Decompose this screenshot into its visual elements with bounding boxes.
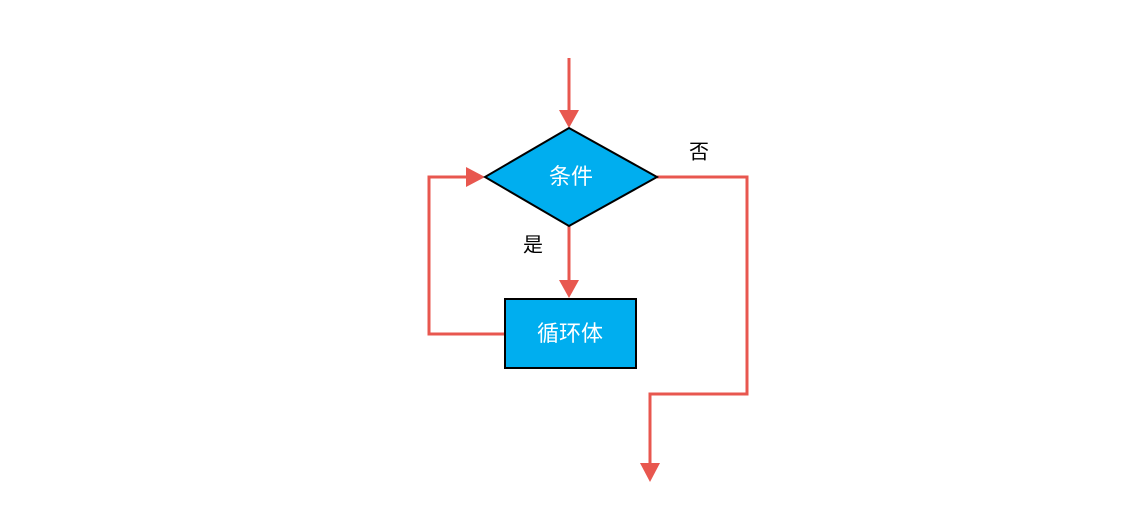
condition-label: 条件 xyxy=(549,165,593,190)
loop-body-label: 循环体 xyxy=(537,322,603,347)
no-label: 否 xyxy=(689,140,709,164)
entry-arrow xyxy=(559,58,579,128)
loop-back-arrow xyxy=(427,167,505,336)
no-arrow xyxy=(640,175,749,482)
yes-arrow xyxy=(559,226,579,298)
loop-body-node: 循环体 xyxy=(504,298,637,369)
condition-diamond xyxy=(483,126,660,228)
loop-body-box xyxy=(504,298,637,369)
yes-label: 是 xyxy=(523,233,543,257)
condition-node: 条件 xyxy=(483,126,660,228)
